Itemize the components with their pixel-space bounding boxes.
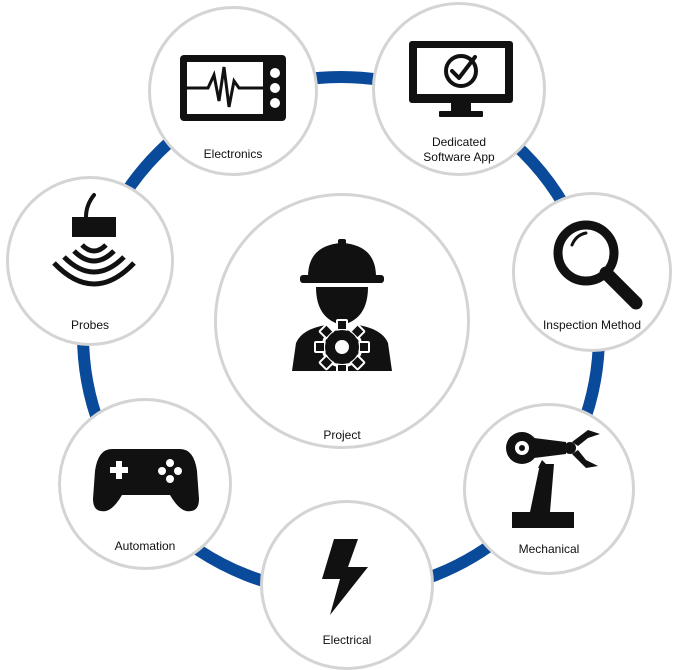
inspection-circle: Inspection Method — [512, 192, 672, 352]
automation-circle: Automation — [58, 398, 232, 570]
inspection-label: Inspection Method — [542, 318, 642, 332]
engineer-gear-icon — [292, 239, 392, 371]
electronics-circle: Electronics — [148, 6, 318, 176]
robot-arm-icon — [506, 430, 600, 528]
project-label: Project — [323, 428, 361, 442]
electronics-label: Electronics — [203, 147, 263, 161]
project-circle: Project — [214, 193, 470, 449]
software-label: Dedicated Software App — [375, 135, 543, 165]
electrical-label: Electrical — [322, 633, 372, 647]
mechanical-label: Mechanical — [518, 542, 580, 556]
lightning-bolt-icon — [322, 539, 368, 615]
gamepad-icon — [93, 449, 199, 512]
software-label-text: Dedicated Software App — [423, 135, 495, 164]
software-circle: Dedicated Software App — [372, 2, 546, 176]
probes-circle: Probes — [6, 176, 174, 346]
magnifier-icon — [553, 220, 643, 310]
oscilloscope-icon — [180, 55, 286, 121]
monitor-check-icon — [409, 41, 513, 117]
automation-label: Automation — [114, 539, 176, 553]
probes-label: Probes — [70, 318, 110, 332]
mechanical-circle: Mechanical — [463, 403, 635, 575]
electrical-circle: Electrical — [260, 500, 434, 670]
ultrasonic-probe-icon — [52, 193, 136, 287]
